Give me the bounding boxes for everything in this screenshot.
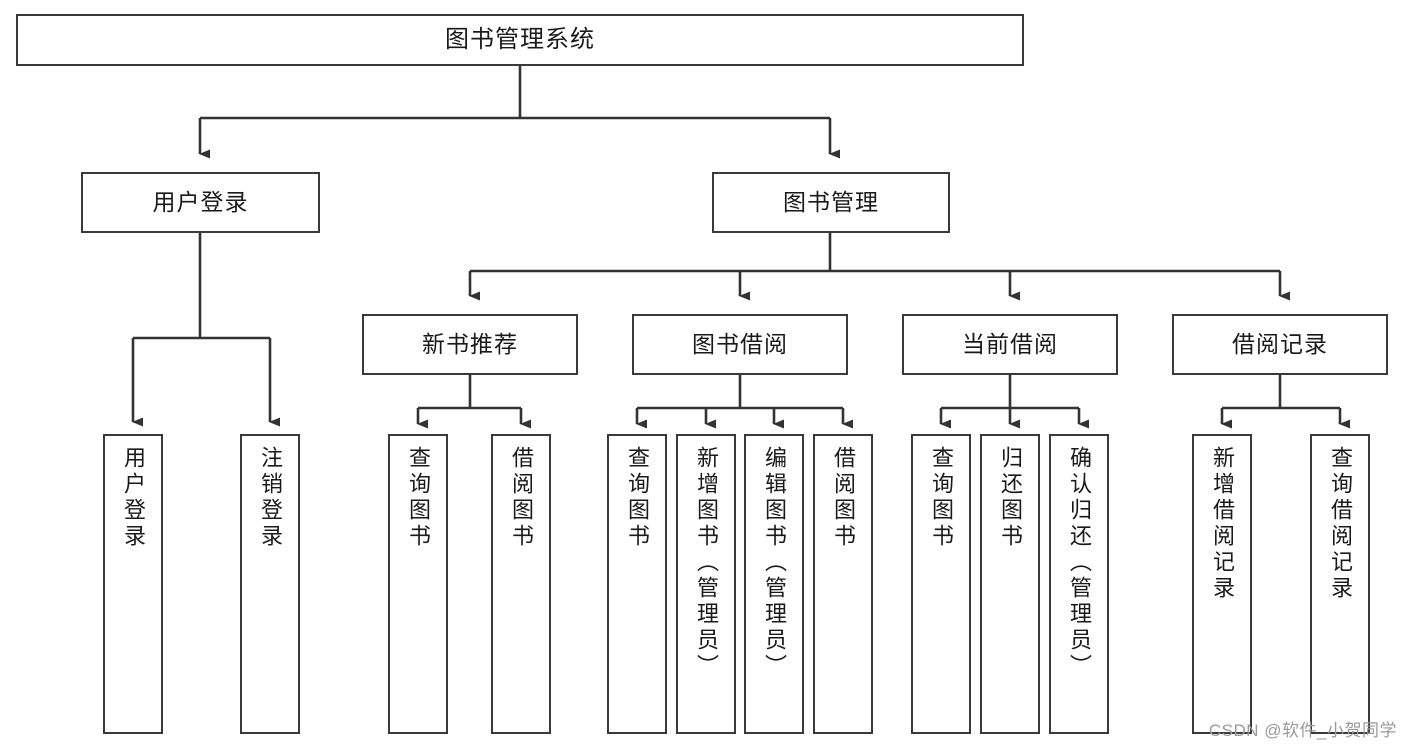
- node-label: 借阅图书: [509, 446, 534, 550]
- node-leaf-confirm-return[interactable]: 确认归还（管理员）: [1049, 434, 1109, 734]
- node-label: 新增借阅记录: [1210, 446, 1235, 602]
- node-label: 图书管理系统: [445, 25, 595, 53]
- node-label: 图书借阅: [692, 330, 788, 357]
- node-leaf-edit-book[interactable]: 编辑图书（管理员）: [744, 434, 804, 734]
- node-leaf-query-record[interactable]: 查询借阅记录: [1310, 434, 1370, 734]
- node-label: 确认归还（管理员）: [1067, 446, 1092, 680]
- node-leaf-query-book-2[interactable]: 查询图书: [607, 434, 667, 734]
- node-leaf-query-book-3[interactable]: 查询图书: [911, 434, 971, 734]
- node-label: 注销登录: [258, 446, 283, 550]
- node-label: 查询图书: [625, 446, 650, 550]
- node-label: 借阅图书: [831, 446, 856, 550]
- node-leaf-user-logout[interactable]: 注销登录: [240, 434, 300, 734]
- node-label: 图书管理: [783, 188, 879, 215]
- node-user-login[interactable]: 用户登录: [81, 172, 320, 233]
- node-leaf-add-record[interactable]: 新增借阅记录: [1192, 434, 1252, 734]
- node-root-图书管理系统[interactable]: 图书管理系统: [16, 14, 1024, 66]
- node-current-borrow[interactable]: 当前借阅: [902, 314, 1118, 375]
- node-leaf-query-book-1[interactable]: 查询图书: [388, 434, 448, 734]
- node-label: 归还图书: [998, 446, 1023, 550]
- node-leaf-add-book[interactable]: 新增图书（管理员）: [676, 434, 736, 734]
- node-label: 编辑图书（管理员）: [762, 446, 787, 680]
- node-book-management[interactable]: 图书管理: [712, 172, 950, 233]
- node-label: 查询图书: [406, 446, 431, 550]
- node-label: 查询借阅记录: [1328, 446, 1353, 602]
- node-new-book-recommend[interactable]: 新书推荐: [362, 314, 578, 375]
- node-label: 新增图书（管理员）: [694, 446, 719, 680]
- node-book-borrow[interactable]: 图书借阅: [632, 314, 848, 375]
- node-leaf-return-book[interactable]: 归还图书: [980, 434, 1040, 734]
- node-leaf-user-login[interactable]: 用户登录: [103, 434, 163, 734]
- node-label: 查询图书: [929, 446, 954, 550]
- node-label: 新书推荐: [422, 330, 518, 357]
- node-label: 借阅记录: [1232, 330, 1328, 357]
- node-label: 用户登录: [121, 446, 146, 550]
- node-leaf-borrow-book-1[interactable]: 借阅图书: [491, 434, 551, 734]
- node-label: 当前借阅: [962, 330, 1058, 357]
- node-leaf-borrow-book-2[interactable]: 借阅图书: [813, 434, 873, 734]
- node-borrow-record[interactable]: 借阅记录: [1172, 314, 1388, 375]
- node-label: 用户登录: [152, 188, 249, 215]
- csdn-watermark: CSDN @软件_小贺同学: [1208, 721, 1397, 740]
